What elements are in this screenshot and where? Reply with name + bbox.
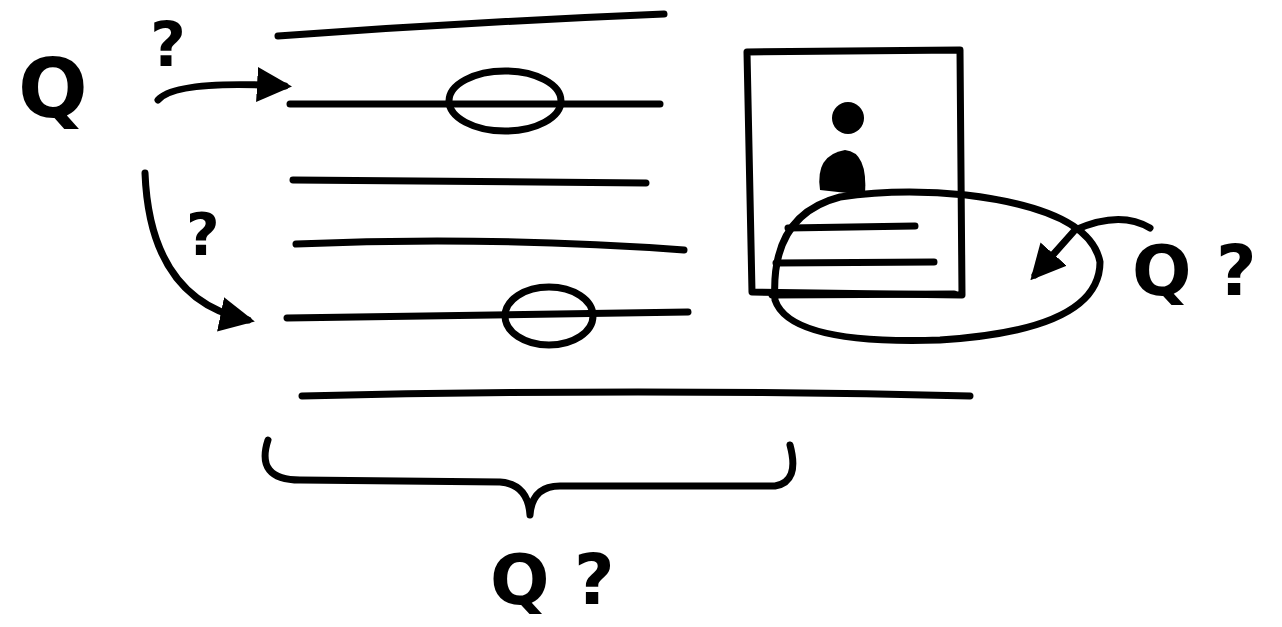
question-mark: ? [150, 14, 186, 76]
query-arrow [158, 85, 285, 100]
zoom-callout [775, 192, 1100, 341]
query-label: Q ? [490, 545, 614, 615]
query-label: Q ? [1132, 236, 1256, 306]
text-line [788, 226, 915, 228]
person-icon [819, 102, 865, 195]
text-line [287, 312, 688, 318]
question-mark: ? [186, 206, 220, 264]
highlight-oval [449, 71, 561, 131]
query-letter: Q [18, 48, 88, 130]
text-line [302, 392, 970, 396]
brace [265, 440, 793, 515]
text-line [296, 241, 684, 250]
text-line [776, 262, 934, 263]
text-line [772, 294, 954, 295]
text-line [290, 101, 660, 108]
text-line [278, 14, 664, 36]
query-arrow [145, 173, 248, 320]
highlight-oval [505, 287, 593, 345]
text-line [293, 180, 646, 183]
